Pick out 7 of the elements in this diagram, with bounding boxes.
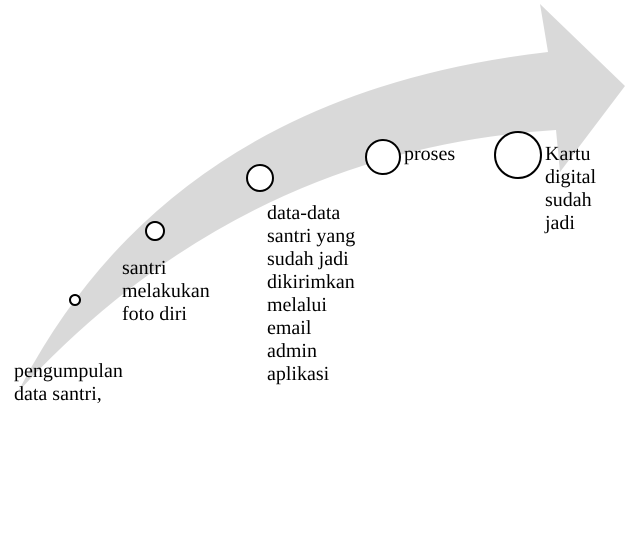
step-label: Kartu digital sudah jadi [545,143,598,235]
step-label: data-data santri yang sudah jadi dikirimkan melalui email admin aplikasi [267,202,356,386]
step-circle [69,294,81,306]
step-label: santri melakukan foto diri [122,257,211,326]
step-label: proses [404,143,456,166]
step-label: pengumpulan data santri, [14,360,124,406]
step-circle [494,131,542,179]
